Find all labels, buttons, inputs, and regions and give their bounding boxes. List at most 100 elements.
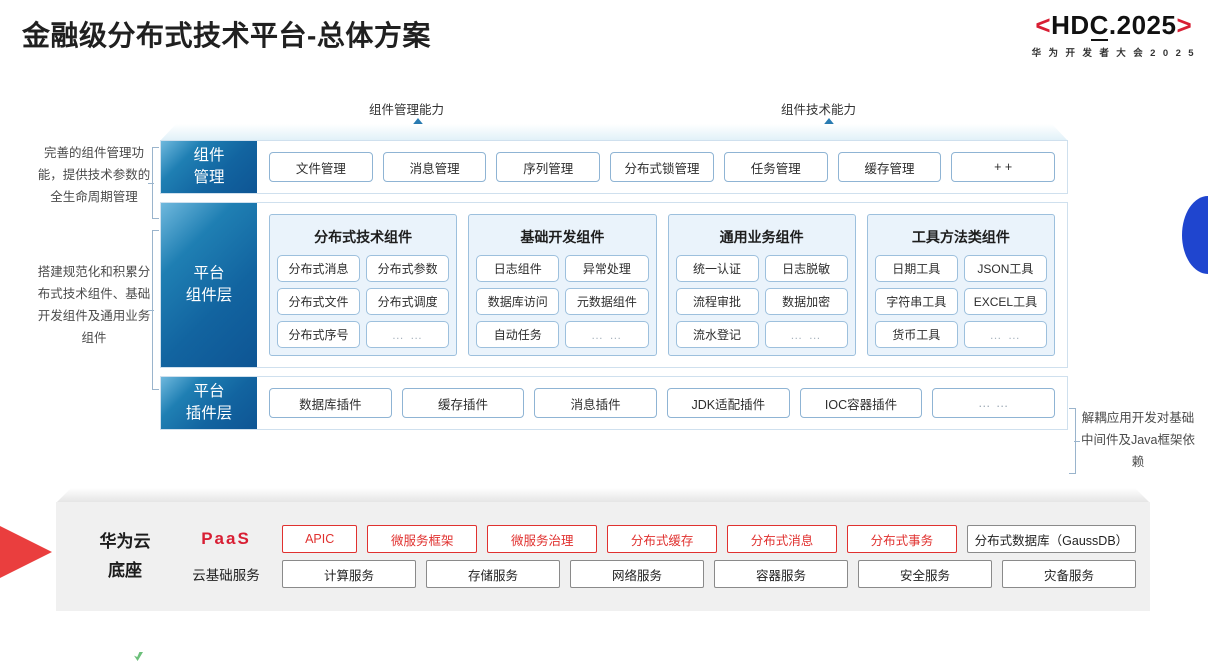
bracket-right [1069, 408, 1080, 474]
bracket-left-top [148, 147, 159, 219]
cell-more[interactable]: … … [764, 321, 848, 348]
arrow-label-component-management: 组件管理能力 [369, 103, 445, 117]
group-utility-methods: 工具方法类组件 日期工具 JSON工具 字符串工具 EXCEL工具 货币工具 …… [866, 214, 1055, 356]
green-check-icon [134, 652, 143, 661]
cell-json-tool[interactable]: JSON工具 [963, 255, 1047, 282]
cell-string-tool[interactable]: 字符串工具 [874, 288, 958, 315]
bracket-left-bottom [148, 230, 159, 390]
logo-bracket-right-icon: > [1176, 10, 1193, 40]
layer-label-line2: 组件层 [185, 287, 233, 304]
cell-metadata-component[interactable]: 元数据组件 [565, 288, 649, 315]
chip-row-component-management: 文件管理 消息管理 序列管理 分布式锁管理 任务管理 缓存管理 + + [269, 152, 1056, 182]
cloud-row-label: 云基础服务 [192, 568, 260, 583]
chip-message-mgmt[interactable]: 消息管理 [382, 152, 487, 182]
cloud-item-network[interactable]: 网络服务 [570, 560, 704, 588]
chip-more[interactable]: … … [932, 388, 1056, 418]
layer-label-component-management: 组件 管理 [161, 141, 257, 193]
blue-circle-decoration [1182, 196, 1208, 274]
cloud-item-container[interactable]: 容器服务 [714, 560, 848, 588]
chip-ioc-container-plugin[interactable]: IOC容器插件 [799, 388, 923, 418]
logo-text-b: C [1089, 10, 1109, 41]
group-title: 通用业务组件 [719, 229, 804, 245]
chip-db-plugin[interactable]: 数据库插件 [269, 388, 392, 418]
cloud-item-security[interactable]: 安全服务 [858, 560, 992, 588]
cell-unified-auth[interactable]: 统一认证 [675, 255, 759, 282]
base-title-line2: 底座 [108, 560, 142, 580]
base-rows: PaaS APIC 微服务框架 微服务治理 分布式缓存 分布式消息 分布式事务 … [180, 518, 1137, 595]
cloud-item-disaster-recovery[interactable]: 灾备服务 [1002, 560, 1136, 588]
red-wedge-decoration [0, 500, 52, 604]
page-title: 金融级分布式技术平台-总体方案 [22, 20, 431, 51]
cell-more[interactable]: … … [963, 321, 1047, 348]
cell-distributed-schedule[interactable]: 分布式调度 [366, 288, 450, 315]
paas-item-microservice-framework[interactable]: 微服务框架 [367, 525, 478, 553]
side-note-left-top: 完善的组件管理功能，提供技术参数的全生命周期管理 [37, 146, 151, 204]
cell-distributed-sequence[interactable]: 分布式序号 [277, 321, 361, 348]
chip-cache-mgmt[interactable]: 缓存管理 [837, 152, 942, 182]
cell-currency-tool[interactable]: 货币工具 [874, 321, 958, 348]
logo-text-a: HD [1051, 10, 1090, 40]
cell-log-masking[interactable]: 日志脱敏 [764, 255, 848, 282]
group-distributed-tech: 分布式技术组件 分布式消息 分布式参数 分布式文件 分布式调度 分布式序号 … … [269, 214, 458, 356]
paas-item-distributed-transaction[interactable]: 分布式事务 [846, 525, 957, 553]
group-basic-dev: 基础开发组件 日志组件 异常处理 数据库访问 元数据组件 自动任务 … … [468, 214, 657, 356]
cloud-item-storage[interactable]: 存储服务 [426, 560, 560, 588]
logo-bracket-left-icon: < [1035, 10, 1052, 40]
cell-auto-task[interactable]: 自动任务 [476, 321, 560, 348]
chip-task-mgmt[interactable]: 任务管理 [723, 152, 828, 182]
group-title: 分布式技术组件 [314, 229, 413, 245]
chip-more-plus[interactable]: + + [951, 152, 1056, 182]
layer-body-platform-component: 分布式技术组件 分布式消息 分布式参数 分布式文件 分布式调度 分布式序号 … … [257, 203, 1067, 367]
group-common-business: 通用业务组件 统一认证 日志脱敏 流程审批 数据加密 流水登记 … … [667, 214, 856, 356]
side-note-right: 解耦应用开发对基础中间件及Java框架依赖 [1081, 411, 1195, 469]
group-cells: 统一认证 日志脱敏 流程审批 数据加密 流水登记 … … [675, 255, 848, 348]
cell-distributed-param[interactable]: 分布式参数 [366, 255, 450, 282]
cell-process-approval[interactable]: 流程审批 [675, 288, 759, 315]
cloud-item-compute[interactable]: 计算服务 [282, 560, 416, 588]
cell-more[interactable]: … … [565, 321, 649, 348]
chip-sequence-mgmt[interactable]: 序列管理 [496, 152, 601, 182]
paas-row: PaaS APIC 微服务框架 微服务治理 分布式缓存 分布式消息 分布式事务 … [180, 525, 1137, 553]
architecture-stack: 组件 管理 文件管理 消息管理 序列管理 分布式锁管理 任务管理 缓存管理 + … [160, 124, 1068, 438]
hdc-logo: <HDC.2025> 华 为 开 发 者 大 会 2 0 2 5 [1032, 12, 1196, 59]
layer-label-line2: 管理 [193, 169, 225, 186]
paas-item-distributed-message[interactable]: 分布式消息 [727, 525, 837, 553]
base-bevel-top [56, 488, 1150, 503]
layer-label-line1: 组件 [193, 146, 225, 164]
layer-platform-plugin: 平台 插件层 数据库插件 缓存插件 消息插件 JDK适配插件 IOC容器插件 …… [160, 376, 1068, 430]
paas-item-distributed-database[interactable]: 分布式数据库（GaussDB） [966, 525, 1137, 553]
chip-distributed-lock-mgmt[interactable]: 分布式锁管理 [610, 152, 714, 182]
layer-body-platform-plugin: 数据库插件 缓存插件 消息插件 JDK适配插件 IOC容器插件 … … [257, 377, 1067, 429]
layer-label-line1: 平台 [193, 382, 225, 400]
layer-label-platform-plugin: 平台 插件层 [161, 377, 257, 429]
cell-db-access[interactable]: 数据库访问 [476, 288, 560, 315]
cell-date-tool[interactable]: 日期工具 [874, 255, 958, 282]
chip-file-mgmt[interactable]: 文件管理 [269, 152, 373, 182]
cell-distributed-message[interactable]: 分布式消息 [277, 255, 361, 282]
paas-item-apic[interactable]: APIC [282, 525, 358, 553]
logo-subtitle: 华 为 开 发 者 大 会 2 0 2 5 [1031, 48, 1196, 59]
cell-transaction-record[interactable]: 流水登记 [675, 321, 759, 348]
logo-text-c: .2025 [1108, 10, 1177, 40]
side-note-left-bottom: 搭建规范化和积累分布式技术组件、基础开发组件及通用业务组件 [37, 265, 151, 345]
cell-exception-handling[interactable]: 异常处理 [565, 255, 649, 282]
group-title: 基础开发组件 [520, 229, 605, 245]
layer-platform-component: 平台 组件层 分布式技术组件 分布式消息 分布式参数 分布式文件 分布式调度 分… [160, 202, 1068, 368]
cell-excel-tool[interactable]: EXCEL工具 [963, 288, 1047, 315]
cell-distributed-file[interactable]: 分布式文件 [277, 288, 361, 315]
layer-label-line1: 平台 [193, 264, 225, 282]
group-title: 工具方法类组件 [911, 229, 1010, 245]
cell-log-component[interactable]: 日志组件 [476, 255, 560, 282]
group-cells: 分布式消息 分布式参数 分布式文件 分布式调度 分布式序号 … … [277, 255, 450, 348]
cloud-services-row: 云基础服务 计算服务 存储服务 网络服务 容器服务 安全服务 灾备服务 [180, 560, 1136, 588]
huawei-cloud-base-panel: 华为云 底座 PaaS APIC 微服务框架 微服务治理 分布式缓存 分布式消息… [56, 502, 1150, 611]
chip-message-plugin[interactable]: 消息插件 [534, 388, 658, 418]
paas-item-distributed-cache[interactable]: 分布式缓存 [607, 525, 718, 553]
cell-more[interactable]: … … [366, 321, 450, 348]
chip-jdk-adapter-plugin[interactable]: JDK适配插件 [667, 388, 790, 418]
group-cells: 日志组件 异常处理 数据库访问 元数据组件 自动任务 … … [476, 255, 649, 348]
chip-cache-plugin[interactable]: 缓存插件 [401, 388, 525, 418]
cell-data-encryption[interactable]: 数据加密 [764, 288, 848, 315]
paas-item-microservice-governance[interactable]: 微服务治理 [487, 525, 598, 553]
